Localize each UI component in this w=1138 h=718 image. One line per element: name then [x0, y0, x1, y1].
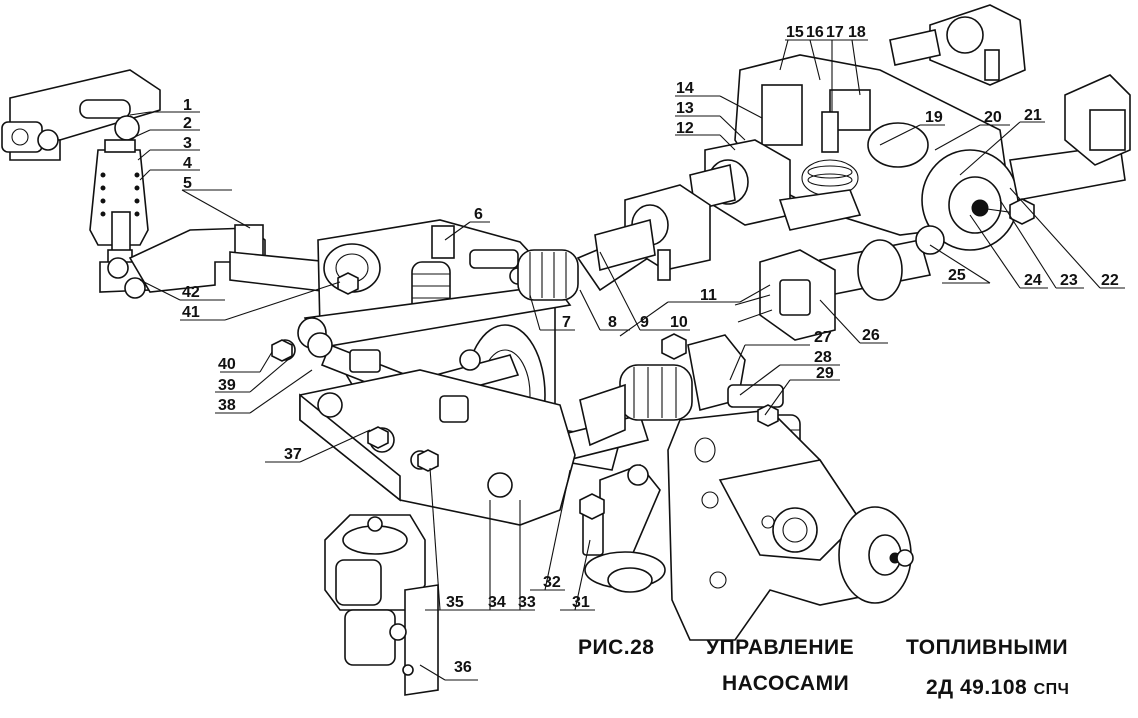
callout-17: 17: [826, 24, 844, 41]
callout-21: 21: [1024, 107, 1042, 124]
callout-15: 15: [786, 24, 804, 41]
callout-9: 9: [640, 314, 649, 331]
callout-34: 34: [488, 594, 506, 611]
leader-lines: [127, 39, 1125, 681]
callout-3: 3: [183, 135, 192, 152]
callout-12: 12: [676, 120, 694, 137]
caption-title-line1: УПРАВЛЕНИЕ: [706, 636, 855, 659]
callout-11: 11: [700, 287, 717, 304]
callout-32: 32: [543, 574, 561, 591]
upper-right-pump: [594, 4, 1131, 301]
callout-33: 33: [518, 594, 536, 611]
callout-2: 2: [183, 115, 192, 132]
fasteners: [271, 198, 1035, 520]
callout-numbers: 1 2 3 4 5 6 7 8 9 10 11 12 13 14 15 16 1…: [182, 24, 1119, 676]
callout-38: 38: [218, 397, 236, 414]
bracket-block-11: [734, 249, 836, 341]
callout-19: 19: [925, 109, 943, 126]
callout-18: 18: [848, 24, 866, 41]
caption-model: 2Д 49.108 СПЧ: [926, 676, 1069, 700]
callout-14: 14: [676, 80, 694, 97]
model-suffix: СПЧ: [1033, 681, 1070, 698]
callout-13: 13: [676, 100, 694, 117]
callout-29: 29: [816, 365, 834, 382]
figure-number: РИС.28: [578, 636, 655, 659]
callout-37: 37: [284, 446, 302, 463]
callout-31: 31: [572, 594, 590, 611]
callout-23: 23: [1060, 272, 1078, 289]
solenoid-unit: [324, 514, 439, 696]
callout-22: 22: [1101, 272, 1119, 289]
lower-lever-foot: [582, 464, 666, 593]
callout-6: 6: [474, 206, 483, 223]
callout-28: 28: [814, 349, 832, 366]
callout-20: 20: [984, 109, 1002, 126]
callout-35: 35: [446, 594, 464, 611]
callout-8: 8: [608, 314, 617, 331]
callout-10: 10: [670, 314, 688, 331]
callout-1: 1: [183, 97, 192, 114]
callout-41: 41: [182, 304, 200, 321]
callout-27: 27: [814, 329, 832, 346]
callout-7: 7: [562, 314, 571, 331]
callout-4: 4: [183, 155, 192, 172]
callout-5: 5: [183, 175, 192, 192]
callout-16: 16: [806, 24, 824, 41]
lower-right-pump: [579, 334, 914, 641]
caption-title-line3: НАСОСАМИ: [722, 672, 850, 695]
callout-24: 24: [1024, 272, 1042, 289]
callout-40: 40: [218, 356, 236, 373]
bracket-spring-unit: [1, 69, 161, 299]
callout-42: 42: [182, 284, 200, 301]
caption-title-line2: ТОПЛИВНЫМИ: [906, 636, 1069, 659]
callout-39: 39: [218, 377, 236, 394]
lever-arm: [128, 224, 331, 293]
model-number: 2Д 49.108: [926, 676, 1028, 699]
callout-25: 25: [948, 267, 966, 284]
callout-36: 36: [454, 659, 472, 676]
callout-26: 26: [862, 327, 880, 344]
